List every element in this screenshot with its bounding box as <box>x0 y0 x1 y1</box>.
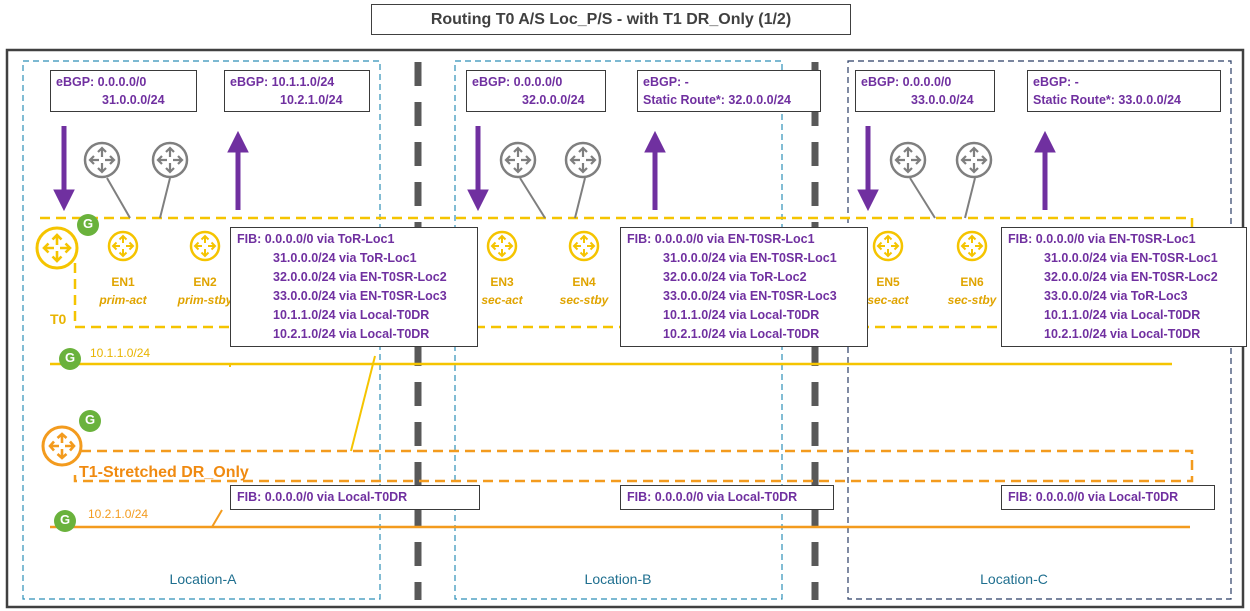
edge-node-role: prim-stby <box>177 293 233 307</box>
gateway-badges <box>54 214 101 532</box>
tor-router-icon <box>955 141 993 179</box>
gateway-badge-t0: G <box>82 216 94 231</box>
edge-node-label: EN1 <box>111 275 135 289</box>
ebgp-out-line: eBGP: - <box>643 75 689 89</box>
ebgp-out-line: eBGP: - <box>1033 75 1079 89</box>
segment-label-1: 10.1.1.0/24 <box>90 346 151 360</box>
fib-line: 33.0.0.0/24 via EN-T0SR-Loc3 <box>273 289 447 303</box>
location-label-b: Location-B <box>584 571 652 587</box>
gateway-badge-segment-2: G <box>59 512 71 527</box>
edge-node-role: sec-act <box>867 293 909 307</box>
tor-router-icon <box>151 141 189 179</box>
edge-node-label: EN6 <box>960 275 984 289</box>
fib-line: 32.0.0.0/24 via EN-T0SR-Loc2 <box>1044 270 1218 284</box>
edge-node-icon <box>568 230 600 262</box>
edge-node-label: EN4 <box>572 275 596 289</box>
t1-fib-box-loc-c: FIB: 0.0.0.0/0 via Local-T0DR <box>1001 485 1215 510</box>
fib-line: 33.0.0.0/24 via EN-T0SR-Loc3 <box>663 289 837 303</box>
fib-line: 31.0.0.0/24 via EN-T0SR-Loc1 <box>1044 251 1218 265</box>
fib-line: 33.0.0.0/24 via ToR-Loc3 <box>1044 289 1188 303</box>
ebgp-in-line: eBGP: 0.0.0.0/0 <box>56 75 147 89</box>
edge-node-role: sec-stby <box>947 293 997 307</box>
edge-node-icon <box>486 230 518 262</box>
edge-node-role: sec-stby <box>559 293 609 307</box>
fib-line: 10.2.1.0/24 via Local-T0DR <box>663 327 820 341</box>
t0-fib-box-loc-b: FIB: 0.0.0.0/0 via EN-T0SR-Loc1 31.0.0.0… <box>620 227 868 347</box>
t1-router-icon <box>41 425 83 467</box>
fib-line: FIB: 0.0.0.0/0 via ToR-Loc1 <box>237 232 395 246</box>
fib-line: 10.2.1.0/24 via Local-T0DR <box>1044 327 1201 341</box>
ebgp-in-line: 33.0.0.0/24 <box>911 93 974 107</box>
tor-router-icon <box>499 141 537 179</box>
edge-node-role: prim-act <box>99 293 147 307</box>
location-label-c: Location-C <box>980 571 1048 587</box>
ebgp-in-box-loc-b: eBGP: 0.0.0.0/0 32.0.0.0/24 <box>466 70 606 112</box>
t0-t1-connector <box>350 355 376 452</box>
tor-router-icon <box>889 141 927 179</box>
fib-line: FIB: 0.0.0.0/0 via EN-T0SR-Loc1 <box>627 232 815 246</box>
fib-line: 31.0.0.0/24 via ToR-Loc1 <box>273 251 417 265</box>
t1-fib-box-loc-a: FIB: 0.0.0.0/0 via Local-T0DR <box>230 485 480 510</box>
t1-region <box>65 449 1194 483</box>
ebgp-out-box-loc-b: eBGP: - Static Route*: 32.0.0.0/24 <box>637 70 821 112</box>
t1-fib-box-loc-b: FIB: 0.0.0.0/0 via Local-T0DR <box>620 485 834 510</box>
edge-node-role: sec-act <box>481 293 523 307</box>
bgp-arrows <box>53 126 1056 212</box>
tor-router-icon <box>83 141 121 179</box>
edge-node-label: EN3 <box>490 275 514 289</box>
ebgp-out-line: Static Route*: 33.0.0.0/24 <box>1033 93 1181 107</box>
edge-node-icon <box>956 230 988 262</box>
t1-segment-connector <box>211 509 223 528</box>
segment-label-2: 10.2.1.0/24 <box>88 507 149 521</box>
ebgp-out-line: Static Route*: 32.0.0.0/24 <box>643 93 791 107</box>
t0-fib-box-loc-a: FIB: 0.0.0.0/0 via ToR-Loc1 31.0.0.0/24 … <box>230 227 478 347</box>
edge-node-label: EN5 <box>876 275 900 289</box>
ebgp-in-box-loc-a: eBGP: 0.0.0.0/0 31.0.0.0/24 <box>50 70 197 112</box>
ebgp-in-box-loc-c: eBGP: 0.0.0.0/0 33.0.0.0/24 <box>855 70 995 112</box>
t0-label: T0 <box>50 311 67 327</box>
edge-node-icon <box>107 230 139 262</box>
ebgp-in-line: eBGP: 0.0.0.0/0 <box>472 75 563 89</box>
t1-label: T1-Stretched DR_Only <box>79 464 249 481</box>
ebgp-out-line: eBGP: 10.1.1.0/24 <box>230 75 335 89</box>
tor-router-icon <box>564 141 602 179</box>
diagram-title: Routing T0 A/S Loc_P/S - with T1 DR_Only… <box>371 4 851 35</box>
fib-line: 32.0.0.0/24 via ToR-Loc2 <box>663 270 807 284</box>
fib-line: FIB: 0.0.0.0/0 via EN-T0SR-Loc1 <box>1008 232 1196 246</box>
fib-line: 10.1.1.0/24 via Local-T0DR <box>1044 308 1201 322</box>
t0-fib-box-loc-c: FIB: 0.0.0.0/0 via EN-T0SR-Loc1 31.0.0.0… <box>1001 227 1247 347</box>
fib-line: 10.1.1.0/24 via Local-T0DR <box>663 308 820 322</box>
ebgp-out-box-loc-a: eBGP: 10.1.1.0/24 10.2.1.0/24 <box>224 70 370 112</box>
ebgp-out-box-loc-c: eBGP: - Static Route*: 33.0.0.0/24 <box>1027 70 1221 112</box>
ebgp-in-line: 32.0.0.0/24 <box>522 93 585 107</box>
fib-line: 32.0.0.0/24 via EN-T0SR-Loc2 <box>273 270 447 284</box>
fib-line: FIB: 0.0.0.0/0 via Local-T0DR <box>627 490 798 504</box>
edge-node-icon <box>189 230 221 262</box>
fib-line: FIB: 0.0.0.0/0 via Local-T0DR <box>1008 490 1179 504</box>
t0-router-icon <box>35 226 79 270</box>
ebgp-out-line: 10.2.1.0/24 <box>280 93 343 107</box>
gateway-badge-segment-1: G <box>64 350 76 365</box>
ebgp-in-line: eBGP: 0.0.0.0/0 <box>861 75 952 89</box>
fib-line: 10.2.1.0/24 via Local-T0DR <box>273 327 430 341</box>
location-label-a: Location-A <box>169 571 237 587</box>
t0-region <box>40 216 1194 329</box>
gateway-badge-t1: G <box>84 412 96 427</box>
edge-node-label: EN2 <box>193 275 217 289</box>
fib-line: FIB: 0.0.0.0/0 via Local-T0DR <box>237 490 408 504</box>
fib-line: 10.1.1.0/24 via Local-T0DR <box>273 308 430 322</box>
edge-node-icon <box>872 230 904 262</box>
ebgp-in-line: 31.0.0.0/24 <box>102 93 165 107</box>
fib-line: 31.0.0.0/24 via EN-T0SR-Loc1 <box>663 251 837 265</box>
